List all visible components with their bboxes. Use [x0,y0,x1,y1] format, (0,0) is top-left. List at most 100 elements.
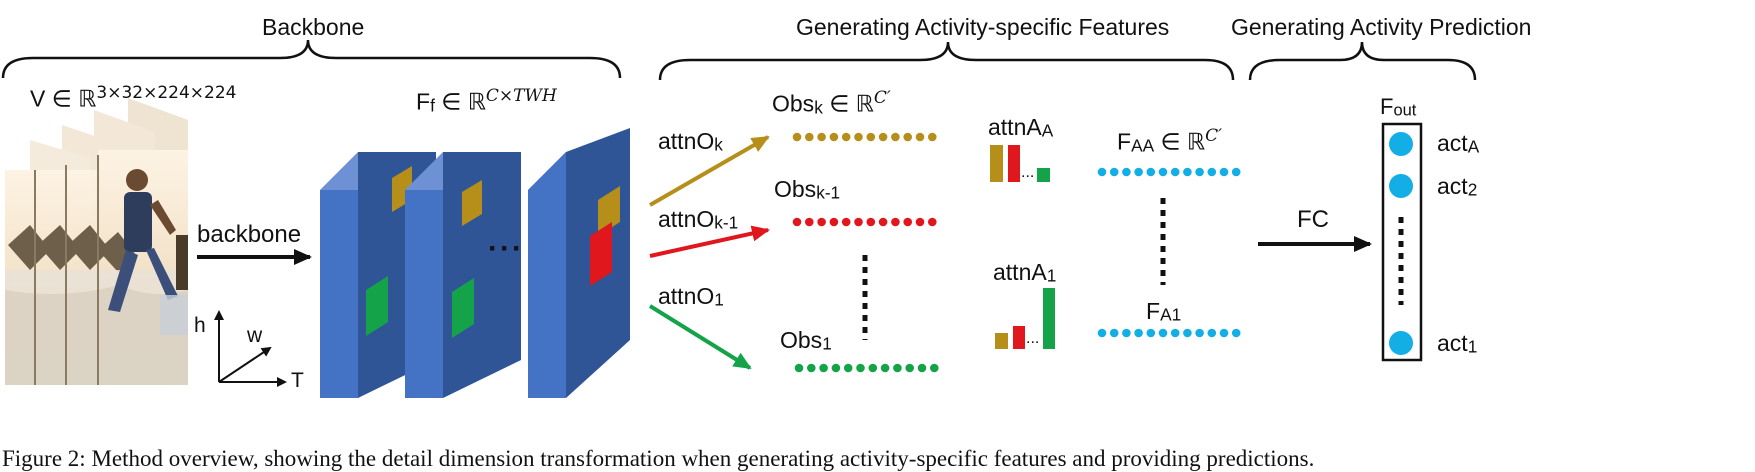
brace-prediction [1248,41,1477,81]
attnA-A-label: attnAA [988,114,1054,141]
vector-dot [841,217,851,227]
attnA-A-ellipsis: ... [1021,164,1035,181]
feature-block [405,152,521,398]
vector-dot [878,132,888,142]
vector-dot [843,363,853,373]
output-node [1389,174,1413,198]
axis-t-label: T [291,369,304,392]
vector-dot [1122,328,1131,338]
vector-dot [1219,328,1229,338]
vector-dot [878,217,888,227]
feature-map-label: Ff ∈ ℝC×TWH [416,86,557,116]
vector-dot [792,132,802,142]
attnA-A-bars [990,145,1050,182]
vector-dot [903,132,912,142]
vector-dot [805,132,814,142]
vector-dot [1109,328,1119,338]
vector-dot [819,363,828,373]
blocks-ellipsis: ··· [488,232,524,265]
header-features: Generating Activity-specific Features [796,14,1170,40]
obs-1-label: Obs1 [780,327,832,354]
attnA-1-bars [995,288,1055,349]
vector-dot [880,363,890,373]
header-backbone: Backbone [262,14,365,40]
vector-dot [930,363,939,373]
vector-dot [1231,328,1241,338]
vector-dot [866,217,876,227]
vector-dot [792,217,802,227]
vector-dot [866,132,876,142]
obs-1-dots [794,363,939,373]
brace-features [658,41,1235,81]
act2-label: act2 [1437,173,1478,200]
obs-k-1-dots [792,217,937,227]
fout-label: Fout [1380,94,1417,120]
FA1-label: FA1 [1146,298,1182,325]
output-box [1381,122,1423,362]
axes-indicator [214,310,287,387]
video-frames [5,98,188,385]
vector-dot [917,363,927,373]
vector-dot [854,217,863,227]
vector-dot [891,217,900,227]
vector-dot [1195,167,1204,177]
vector-dot [805,217,814,227]
vector-dot [794,363,804,373]
in-symbol: ∈ [441,88,462,115]
FAA-label: FAA ∈ ℝC′ [1117,126,1222,156]
figure-caption: Figure 2: Method overview, showing the d… [2,446,1315,471]
vector-dot [1170,328,1180,338]
vector-dot [915,217,925,227]
axis-h-label: h [194,314,206,337]
ff-name: F [416,88,431,115]
vector-dot [1158,328,1168,338]
in-symbol: ∈ [51,85,72,112]
vector-dot [856,363,865,373]
vector-dot [829,217,839,227]
vector-dot [1097,167,1107,177]
vector-dot [905,363,914,373]
obs-k-dots [792,132,937,142]
attnOk-1-label: attnOk-1 [658,206,739,233]
vector-dot [1146,328,1156,338]
feature-block [528,128,630,398]
attn-arrow-k [649,135,770,207]
attnO1-label: attnO1 [658,283,724,310]
vector-dot [893,363,902,373]
vector-dot [1134,167,1143,177]
ff-dims: C×TWH [485,86,557,106]
output-node [1389,331,1413,355]
fc-label: FC [1297,206,1329,233]
attnA-1-label: attnA1 [993,259,1057,286]
axis-w-label: w [247,324,263,347]
attn-arrow-1 [648,304,752,370]
vector-dot [1097,328,1107,338]
vector-dot [868,363,878,373]
vector-dot [1134,328,1143,338]
attn-arrow-k-1 [649,225,770,258]
FA1-dots [1097,328,1241,338]
vector-dot [1195,328,1204,338]
vector-dot [928,217,937,227]
ff-sub: f [430,95,435,116]
vector-dot [1122,167,1131,177]
act1-label: act1 [1437,330,1478,357]
v-name: V [30,85,46,112]
FAA-dots [1097,167,1241,177]
attnA-1-ellipsis: ... [1026,330,1040,347]
v-dims: 3×32×224×224 [96,83,237,103]
vector-dot [928,132,937,142]
vector-dot [1219,167,1229,177]
vector-dot [841,132,851,142]
vector-dot [1207,167,1217,177]
header-prediction: Generating Activity Prediction [1231,14,1532,40]
attnOk-label: attnOk [658,128,723,155]
real-space: ℝ [78,85,97,112]
vector-dot [807,363,816,373]
vector-dot [1146,167,1156,177]
vector-dot [1183,328,1192,338]
vector-dot [915,132,925,142]
vector-dot [817,217,826,227]
vector-dot [891,132,900,142]
